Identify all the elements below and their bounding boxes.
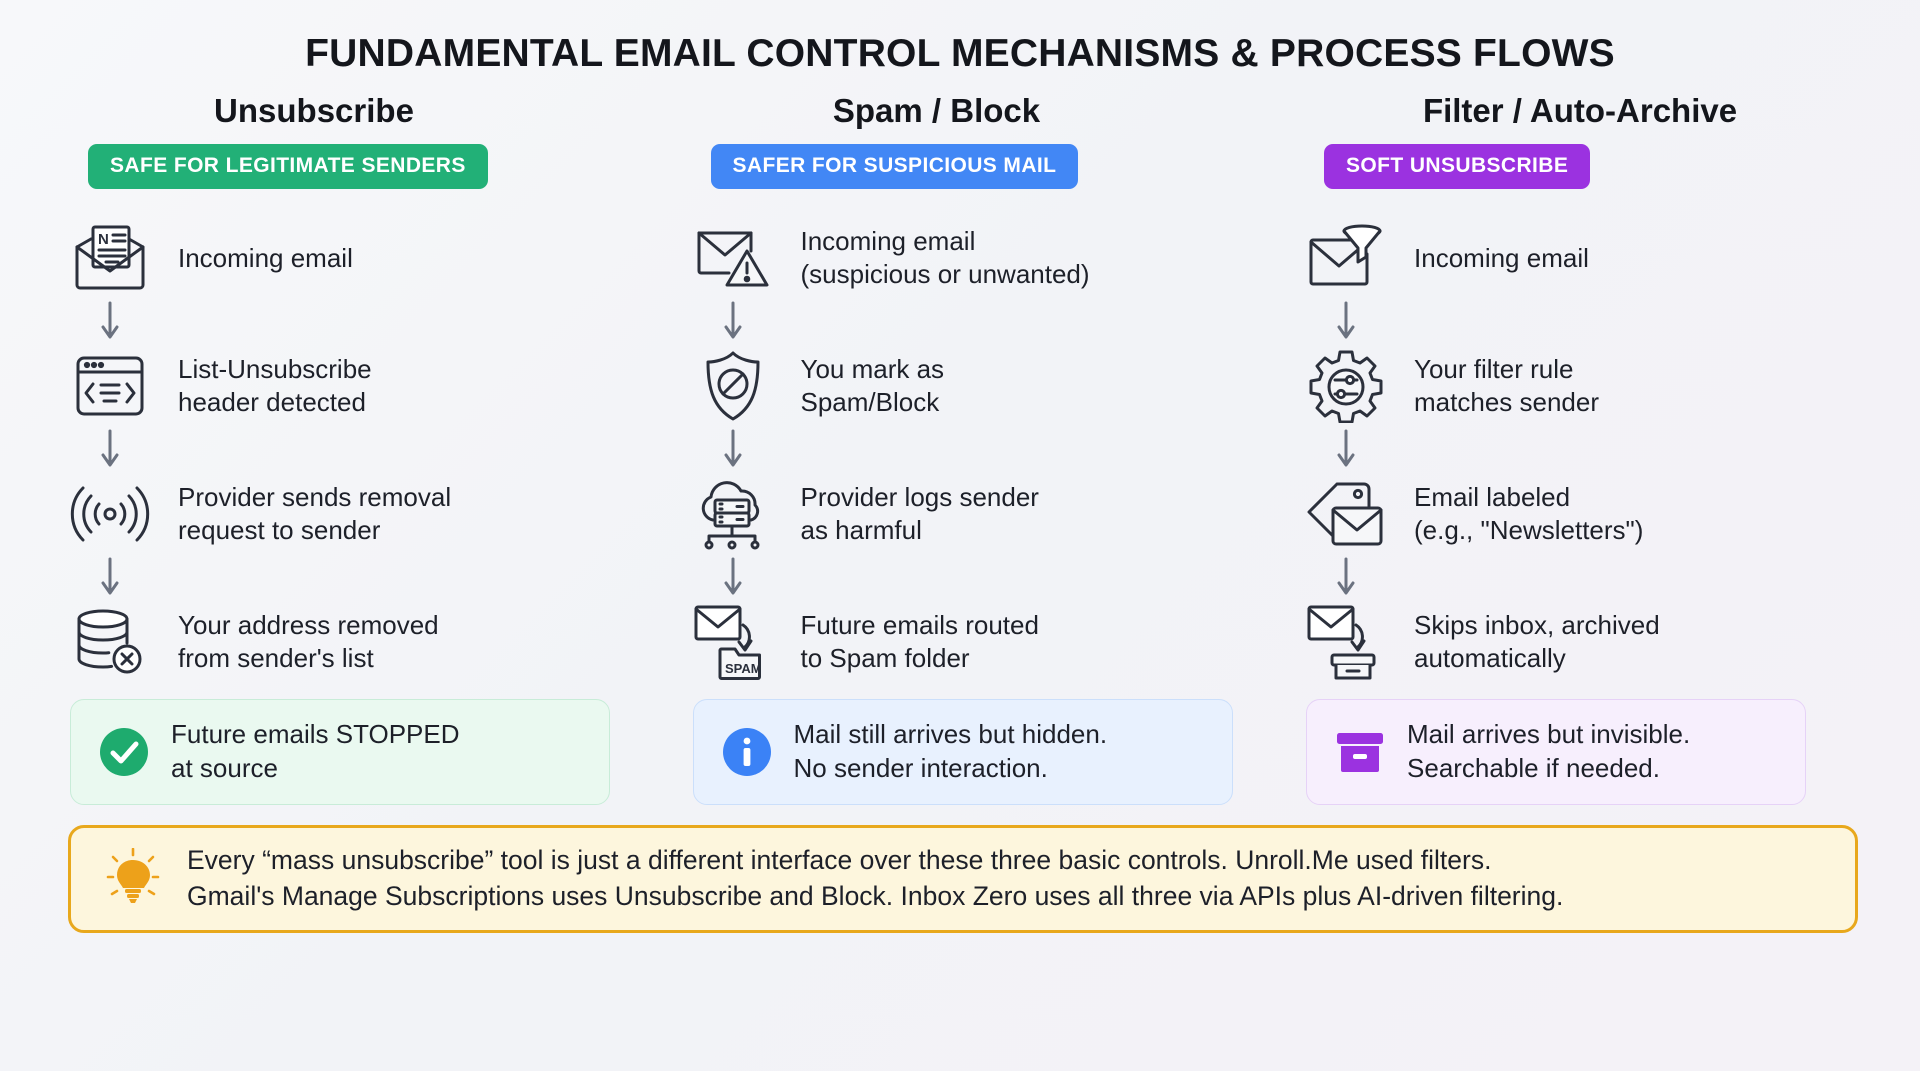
column-heading: Unsubscribe — [214, 92, 414, 129]
step-item: Provider sends removal request to sender — [64, 473, 657, 555]
badge-soft-unsubscribe: SOFT UNSUBSCRIBE — [1324, 144, 1591, 189]
result-card-spam-block: Mail still arrives but hidden. No sender… — [692, 699, 1233, 805]
svg-text:N: N — [98, 231, 109, 248]
code-window-icon — [64, 345, 156, 427]
envelope-to-archive-box-icon — [1300, 601, 1392, 683]
step-item: Incoming email — [1300, 217, 1868, 299]
step-text: Your filter rule matches sender — [1414, 354, 1599, 417]
column-spam-block: Spam / Block SAFER FOR SUSPICIOUS MAIL — [657, 92, 1263, 805]
cloud-server-icon — [687, 473, 779, 555]
flow-arrow-icon — [1300, 555, 1392, 601]
gear-sliders-icon — [1300, 345, 1392, 427]
flow-arrow-icon — [1300, 299, 1392, 345]
step-item: You mark as Spam/Block — [687, 345, 1263, 427]
columns-container: Unsubscribe SAFE FOR LEGITIMATE SENDERS … — [52, 92, 1868, 805]
step-item: List-Unsubscribe header detected — [64, 345, 657, 427]
flow-arrow-icon — [64, 427, 156, 473]
flow-arrow-icon — [1300, 427, 1392, 473]
flow-arrow-icon — [687, 427, 779, 473]
result-text: Mail arrives but invisible. Searchable i… — [1407, 719, 1691, 783]
info-circle-icon — [720, 725, 774, 779]
step-item: Provider logs sender as harmful — [687, 473, 1263, 555]
steps-list: Incoming email (suspicious or unwanted) — [687, 217, 1263, 683]
envelope-funnel-icon — [1300, 217, 1392, 299]
step-item: Email labeled (e.g., "Newsletters") — [1300, 473, 1868, 555]
step-text: Provider sends removal request to sender — [178, 482, 452, 545]
archive-box-icon — [1333, 725, 1387, 779]
steps-list: N Incoming email — [64, 217, 657, 683]
flow-arrow-icon — [687, 299, 779, 345]
step-item: Skips inbox, archived automatically — [1300, 601, 1868, 683]
spam-folder-label: SPAM — [725, 661, 762, 676]
footer-note: Every “mass unsubscribe” tool is just a … — [68, 824, 1858, 933]
column-heading: Filter / Auto-Archive — [1422, 92, 1738, 129]
step-text: You mark as Spam/Block — [800, 354, 945, 417]
step-text: Skips inbox, archived automatically — [1414, 610, 1660, 673]
flow-arrow-icon — [64, 299, 156, 345]
result-card-filter-archive: Mail arrives but invisible. Searchable i… — [1306, 699, 1807, 805]
badge-safe-for-legitimate-senders: SAFE FOR LEGITIMATE SENDERS — [88, 144, 488, 189]
step-text: Email labeled (e.g., "Newsletters") — [1414, 482, 1644, 545]
result-text: Mail still arrives but hidden. No sender… — [793, 719, 1108, 783]
column-unsubscribe: Unsubscribe SAFE FOR LEGITIMATE SENDERS … — [52, 92, 657, 805]
step-text: Incoming email — [1414, 242, 1589, 273]
envelope-warning-icon — [687, 217, 779, 299]
envelope-to-spam-folder-icon: SPAM — [687, 601, 779, 683]
steps-list: Incoming email — [1300, 217, 1868, 683]
shield-block-icon — [687, 345, 779, 427]
step-text: Provider logs sender as harmful — [800, 482, 1039, 545]
label-tag-envelope-icon — [1300, 473, 1392, 555]
check-circle-icon — [97, 725, 151, 779]
newsletter-envelope-icon: N — [64, 217, 156, 299]
result-card-unsubscribe: Future emails STOPPED at source — [70, 699, 610, 805]
result-text: Future emails STOPPED at source — [171, 719, 460, 783]
step-item: Your address removed from sender's list — [64, 601, 657, 683]
step-item: N Incoming email — [64, 217, 657, 299]
step-text: Future emails routed to Spam folder — [800, 610, 1039, 673]
step-text: List-Unsubscribe header detected — [178, 354, 372, 417]
lightbulb-icon — [105, 847, 161, 909]
column-filter-auto-archive: Filter / Auto-Archive SOFT UNSUBSCRIBE I… — [1262, 92, 1868, 805]
step-item: Incoming email (suspicious or unwanted) — [687, 217, 1263, 299]
step-text: Your address removed from sender's list — [178, 610, 439, 673]
page-title: FUNDAMENTAL EMAIL CONTROL MECHANISMS & P… — [305, 32, 1615, 75]
step-icon-wrap: Your filter rule matches sender — [1300, 345, 1868, 427]
flow-arrow-icon — [687, 555, 779, 601]
step-text: Incoming email (suspicious or unwanted) — [800, 226, 1090, 289]
column-heading: Spam / Block — [832, 92, 1041, 129]
flow-arrow-icon — [64, 555, 156, 601]
step-text: Incoming email — [178, 242, 353, 273]
step-item: SPAM Future emails routed to Spam folder — [687, 601, 1263, 683]
badge-safer-for-suspicious-mail: SAFER FOR SUSPICIOUS MAIL — [710, 144, 1079, 189]
database-remove-icon — [64, 601, 156, 683]
footer-text: Every “mass unsubscribe” tool is just a … — [187, 844, 1564, 911]
broadcast-signal-icon — [64, 473, 156, 555]
